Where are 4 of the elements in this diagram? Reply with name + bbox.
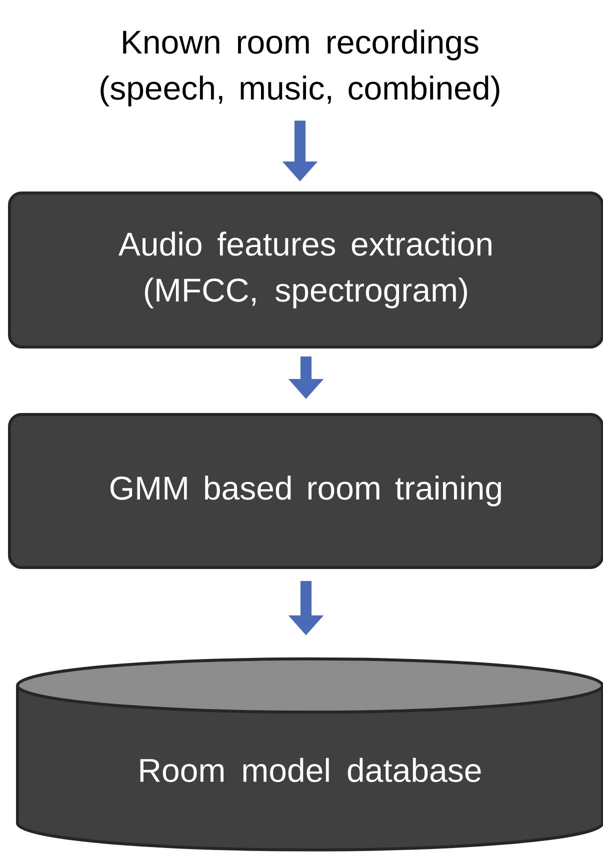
process-box: Audio features extraction (MFCC, spectrogram) bbox=[8, 192, 603, 348]
process-box: GMM based room training bbox=[8, 413, 603, 569]
input-text: Known room recordings (speech, music, combined) bbox=[100, 30, 500, 106]
database-cylinder: Room model database bbox=[16, 657, 603, 852]
